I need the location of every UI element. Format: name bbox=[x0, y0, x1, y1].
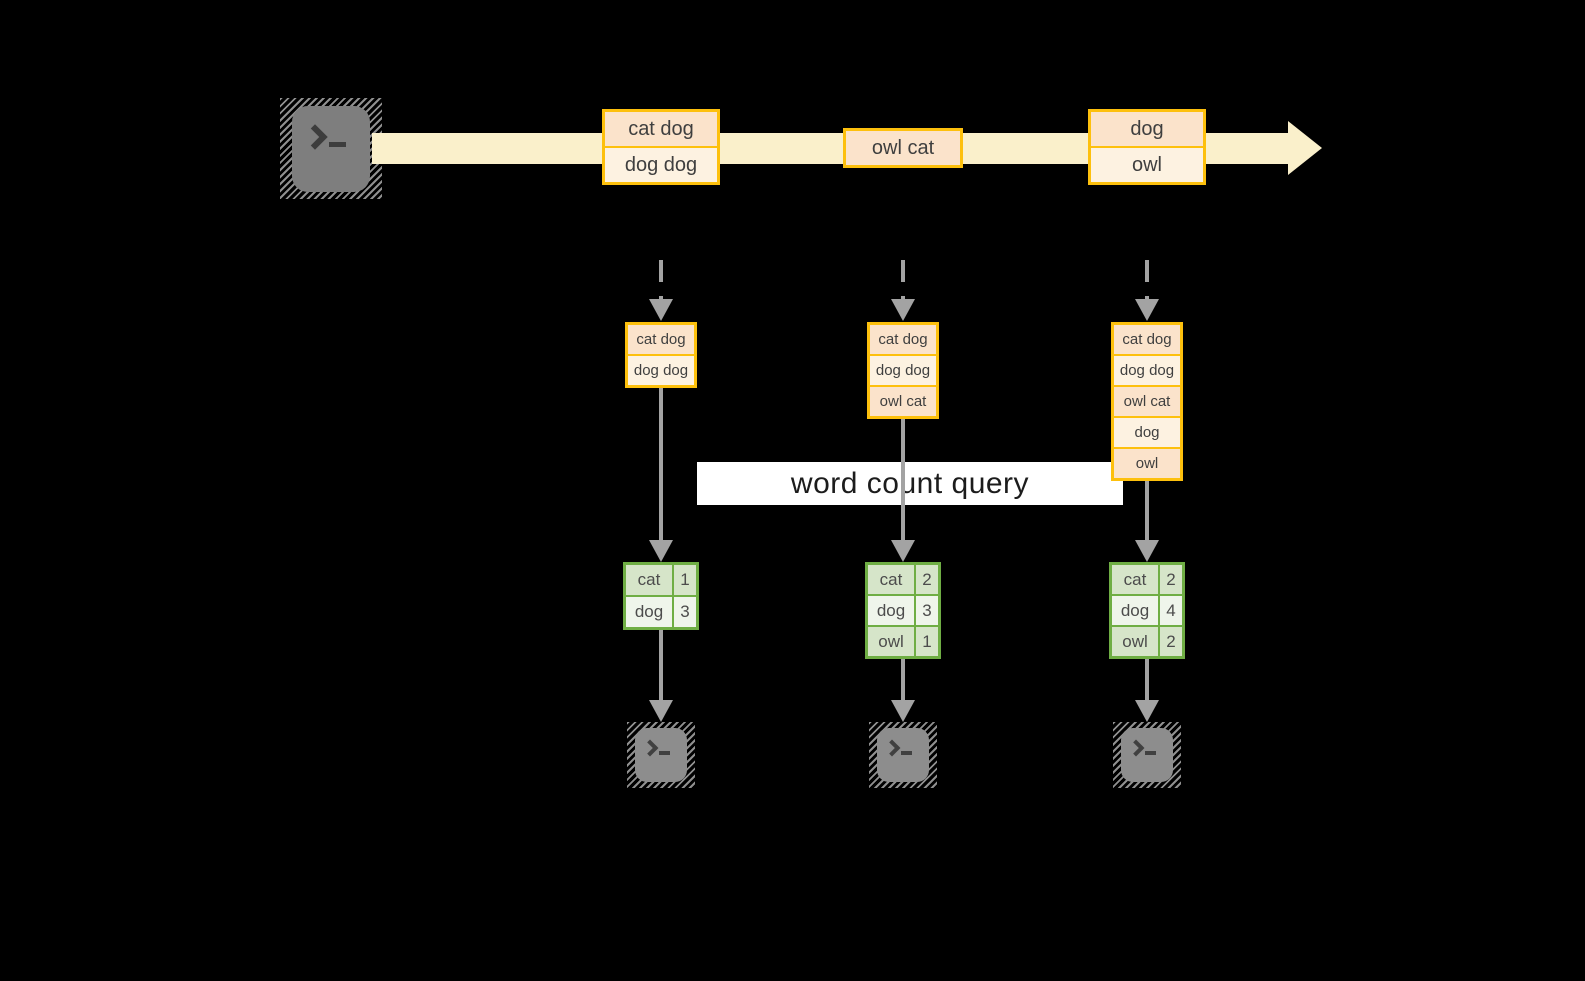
batch-line: owl bbox=[1091, 148, 1203, 182]
result-word: cat bbox=[626, 565, 672, 595]
result-word: cat bbox=[868, 565, 914, 594]
dashed-arrow-line bbox=[1145, 260, 1149, 300]
result-count: 2 bbox=[1160, 627, 1182, 656]
result-word: dog bbox=[868, 596, 914, 625]
query-label-band: word count query bbox=[697, 462, 1123, 505]
result-count: 2 bbox=[916, 565, 938, 594]
arrow-down-icon bbox=[649, 299, 673, 321]
state-line: cat dog bbox=[870, 325, 936, 354]
state-line: dog dog bbox=[628, 356, 694, 385]
terminal-prompt-underscore-icon bbox=[901, 751, 912, 755]
state-line: dog bbox=[1114, 418, 1180, 447]
state-line: cat dog bbox=[628, 325, 694, 354]
terminal-prompt-underscore-icon bbox=[1145, 751, 1156, 755]
terminal-prompt-chevron-icon bbox=[302, 123, 328, 150]
result-word: owl bbox=[868, 627, 914, 656]
result-word: dog bbox=[1112, 596, 1158, 625]
batch-line: dog dog bbox=[605, 148, 717, 182]
arrow-down-icon bbox=[1135, 299, 1159, 321]
terminal-body bbox=[635, 728, 687, 782]
terminal-prompt-underscore-icon bbox=[659, 751, 670, 755]
terminal-prompt-chevron-icon bbox=[641, 739, 659, 757]
arrow-down-icon bbox=[891, 540, 915, 562]
arrow-line bbox=[901, 417, 905, 542]
terminal-prompt-chevron-icon bbox=[883, 739, 901, 757]
arrow-line bbox=[1145, 657, 1149, 702]
arrow-down-icon bbox=[649, 540, 673, 562]
terminal-prompt-underscore-icon bbox=[329, 141, 346, 147]
arrow-line bbox=[901, 657, 905, 702]
terminal-icon bbox=[627, 722, 695, 788]
result-word: cat bbox=[1112, 565, 1158, 594]
terminal-body bbox=[1121, 728, 1173, 782]
batch-line: dog bbox=[1091, 112, 1203, 146]
state-line: owl cat bbox=[870, 387, 936, 416]
result-count: 3 bbox=[674, 597, 696, 627]
arrow-line bbox=[659, 628, 663, 702]
state-line: cat dog bbox=[1114, 325, 1180, 354]
result-count: 1 bbox=[674, 565, 696, 595]
result-count: 3 bbox=[916, 596, 938, 625]
stream-arrowhead-icon bbox=[1288, 121, 1322, 175]
arrow-down-icon bbox=[891, 299, 915, 321]
result-word: owl bbox=[1112, 627, 1158, 656]
terminal-icon bbox=[1113, 722, 1181, 788]
arrow-down-icon bbox=[1135, 540, 1159, 562]
batch-line: cat dog bbox=[605, 112, 717, 146]
state-line: owl bbox=[1114, 449, 1180, 478]
terminal-body bbox=[292, 105, 370, 192]
result-word: dog bbox=[626, 597, 672, 627]
arrow-line bbox=[659, 386, 663, 542]
result-count: 4 bbox=[1160, 596, 1182, 625]
state-line: owl cat bbox=[1114, 387, 1180, 416]
arrow-line bbox=[1145, 479, 1149, 542]
arrow-down-icon bbox=[891, 700, 915, 722]
arrow-down-icon bbox=[649, 700, 673, 722]
dashed-arrow-line bbox=[659, 260, 663, 300]
terminal-body bbox=[877, 728, 929, 782]
terminal-icon bbox=[280, 98, 382, 199]
result-count: 1 bbox=[916, 627, 938, 656]
batch-line: owl cat bbox=[846, 131, 960, 165]
state-line: dog dog bbox=[1114, 356, 1180, 385]
state-line: dog dog bbox=[870, 356, 936, 385]
terminal-icon bbox=[869, 722, 937, 788]
result-count: 2 bbox=[1160, 565, 1182, 594]
stream-batch-2: owl cat bbox=[843, 128, 963, 168]
query-label: word count query bbox=[790, 466, 1030, 500]
arrow-down-icon bbox=[1135, 700, 1159, 722]
dashed-arrow-line bbox=[901, 260, 905, 300]
terminal-prompt-chevron-icon bbox=[1127, 739, 1145, 757]
